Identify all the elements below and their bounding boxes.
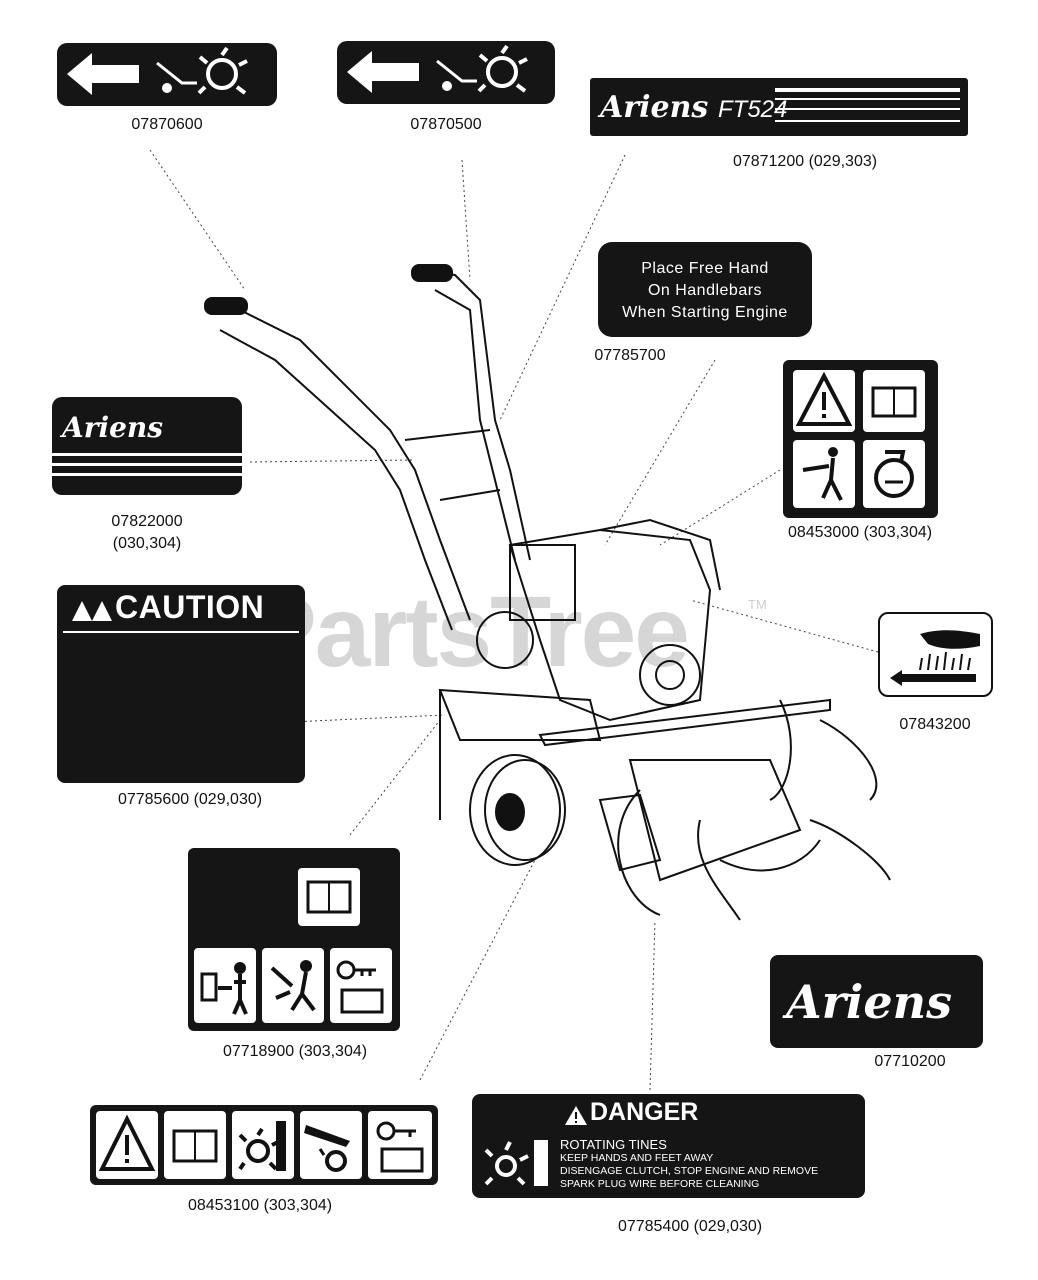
reverse-arrow-icon [347, 44, 528, 93]
part-number-07871200: 07871200 (029,303) [732, 153, 878, 170]
leader-line-07785400 [649, 919, 656, 1091]
rotating-tine-icon [232, 1111, 294, 1179]
leader-line-07822000 [249, 459, 416, 463]
throttle-decal [878, 612, 993, 697]
handlebar-notice-decal: Place Free Hand On Handlebars When Start… [598, 242, 812, 337]
manual-book-icon [298, 868, 360, 926]
leader-line-07870600 [149, 149, 246, 291]
danger-triangle-icon [565, 1106, 587, 1125]
leader-line-07785700 [604, 359, 716, 546]
thrown-object-icon [262, 948, 324, 1023]
part-number-line-2: (030,304) [112, 535, 182, 552]
safety-4-panel-decal [783, 360, 938, 518]
part-number-07870600: 07870600 [131, 116, 203, 133]
leader-line-07785600 [289, 714, 446, 723]
leader-line-08453000 [659, 469, 781, 546]
ariens-brand: Ariens [786, 975, 953, 1029]
operator-tiller-icon [793, 440, 855, 508]
ariens-brand: Ariens [600, 90, 709, 125]
part-number-07785700: 07785700 [594, 347, 666, 364]
leader-line-07718900 [349, 719, 441, 836]
safety-5-panel-decal [90, 1105, 438, 1185]
leader-line-07843200 [689, 599, 879, 653]
manual-book-icon [863, 370, 925, 432]
leader-line-07871200 [499, 154, 626, 421]
part-number-07718900: 07718900 (303,304) [222, 1043, 368, 1060]
reverse-arrow-icon [67, 46, 248, 95]
danger-bullet-2: DISENGAGE CLUTCH, STOP ENGINE AND REMOVE [560, 1165, 819, 1177]
keep-distance-icon [194, 948, 256, 1023]
leader-line-08453100 [419, 859, 536, 1081]
engine-fuel-icon [863, 440, 925, 508]
key-manual-icon [368, 1111, 432, 1179]
notice-line-2: On Handlebars [647, 282, 763, 299]
arrow-decal-07870500 [337, 41, 555, 104]
part-number-07843200: 07843200 [899, 716, 971, 733]
part-number-07822000: 07822000 (030,304) [52, 511, 242, 555]
tiller-outline [204, 264, 891, 921]
manual-book-icon [164, 1111, 226, 1179]
partstree-watermark: PartsTree [250, 576, 690, 688]
danger-bullet-3: SPARK PLUG WIRE BEFORE CLEANING [560, 1178, 760, 1190]
manual-warning-decal [188, 848, 400, 1031]
ariens-logo-decal: Ariens [770, 955, 983, 1048]
caution-decal: CAUTION [57, 585, 305, 783]
danger-bullet-1: KEEP HANDS AND FEET AWAY [560, 1152, 714, 1164]
key-manual-icon [330, 948, 392, 1023]
notice-line-3: When Starting Engine [622, 304, 788, 321]
part-number-08453000: 08453000 (303,304) [787, 524, 933, 541]
part-number-07870500: 07870500 [410, 116, 482, 133]
part-number-line-1: 07822000 [111, 513, 183, 530]
throttle-hand-icon [890, 630, 980, 686]
ft524-decal: Ariens FT524 [590, 78, 968, 136]
ariens-stripe-decal: Ariens [52, 397, 242, 495]
tine-guard-icon [300, 1111, 362, 1179]
caution-triangle-icon [72, 601, 112, 621]
part-number-08453100: 08453100 (303,304) [187, 1197, 333, 1214]
notice-line-1: Place Free Hand [641, 260, 769, 277]
part-number-07785600: 07785600 (029,030) [117, 791, 263, 808]
ariens-brand: Ariens [62, 411, 164, 444]
part-number-07710200: 07710200 [874, 1053, 946, 1070]
danger-header: DANGER [590, 1098, 699, 1126]
warning-triangle-icon [793, 370, 855, 432]
rotating-tine-icon [476, 1132, 556, 1194]
leader-line-07870500 [461, 159, 471, 281]
warning-triangle-icon [96, 1111, 158, 1179]
watermark-tm: TM [748, 597, 767, 612]
danger-decal: DANGER ROTATING TINES KEEP HANDS AND FEE… [472, 1094, 865, 1198]
arrow-decal-07870600 [57, 43, 277, 106]
part-number-07785400: 07785400 (029,030) [617, 1218, 763, 1235]
danger-subheader: ROTATING TINES [560, 1137, 667, 1152]
caution-header: CAUTION [115, 589, 265, 625]
